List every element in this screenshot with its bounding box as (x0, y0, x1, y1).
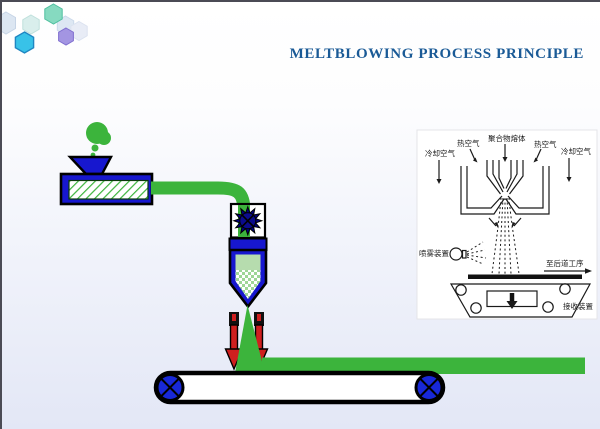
fiber-web (262, 357, 585, 374)
extruder-barrel-hatch (68, 179, 149, 200)
die-mount-band (228, 237, 268, 251)
page-title: MELTBLOWING PROCESS PRINCIPLE (289, 46, 584, 62)
conveyor-belt (153, 370, 446, 405)
hopper (67, 155, 113, 176)
label-to-next-process: 至后道工序 (546, 258, 584, 268)
belt-roller-right (414, 373, 444, 402)
inset-next-process-arrow (544, 268, 592, 274)
label-cooling-air-left: 冷却空气 (425, 148, 455, 158)
inset-label-arrows (436, 144, 572, 184)
hexagon-cluster-icon (2, 3, 88, 54)
inset-spray-device (449, 241, 487, 265)
inset-diagram: 热空气 聚合物熔体 热空气 冷却空气 冷却空气 喷雾装置 至后道工序 接收装置 (416, 129, 598, 320)
extruder (59, 172, 154, 206)
label-hot-air-right: 热空气 (534, 139, 557, 149)
label-cooling-air-right: 冷却空气 (561, 146, 591, 156)
inset-fiber-stream (491, 197, 520, 275)
pellet-feed (86, 122, 111, 158)
label-spray-device: 喷雾装置 (419, 248, 449, 258)
die-melt-checker (235, 270, 261, 299)
label-polymer-melt: 聚合物熔体 (488, 133, 526, 143)
metering-pump-gear-icon (232, 205, 264, 237)
inset-collector-bar (468, 274, 582, 279)
metering-pump (229, 202, 267, 239)
inset-collector-belt (449, 283, 592, 318)
fiber-stream (235, 305, 265, 373)
inset-background (416, 129, 598, 320)
belt-roller-left (155, 373, 185, 402)
inset-die-linework (460, 160, 550, 229)
label-hot-air-left: 热空气 (457, 138, 480, 148)
spinneret-die (228, 248, 268, 309)
